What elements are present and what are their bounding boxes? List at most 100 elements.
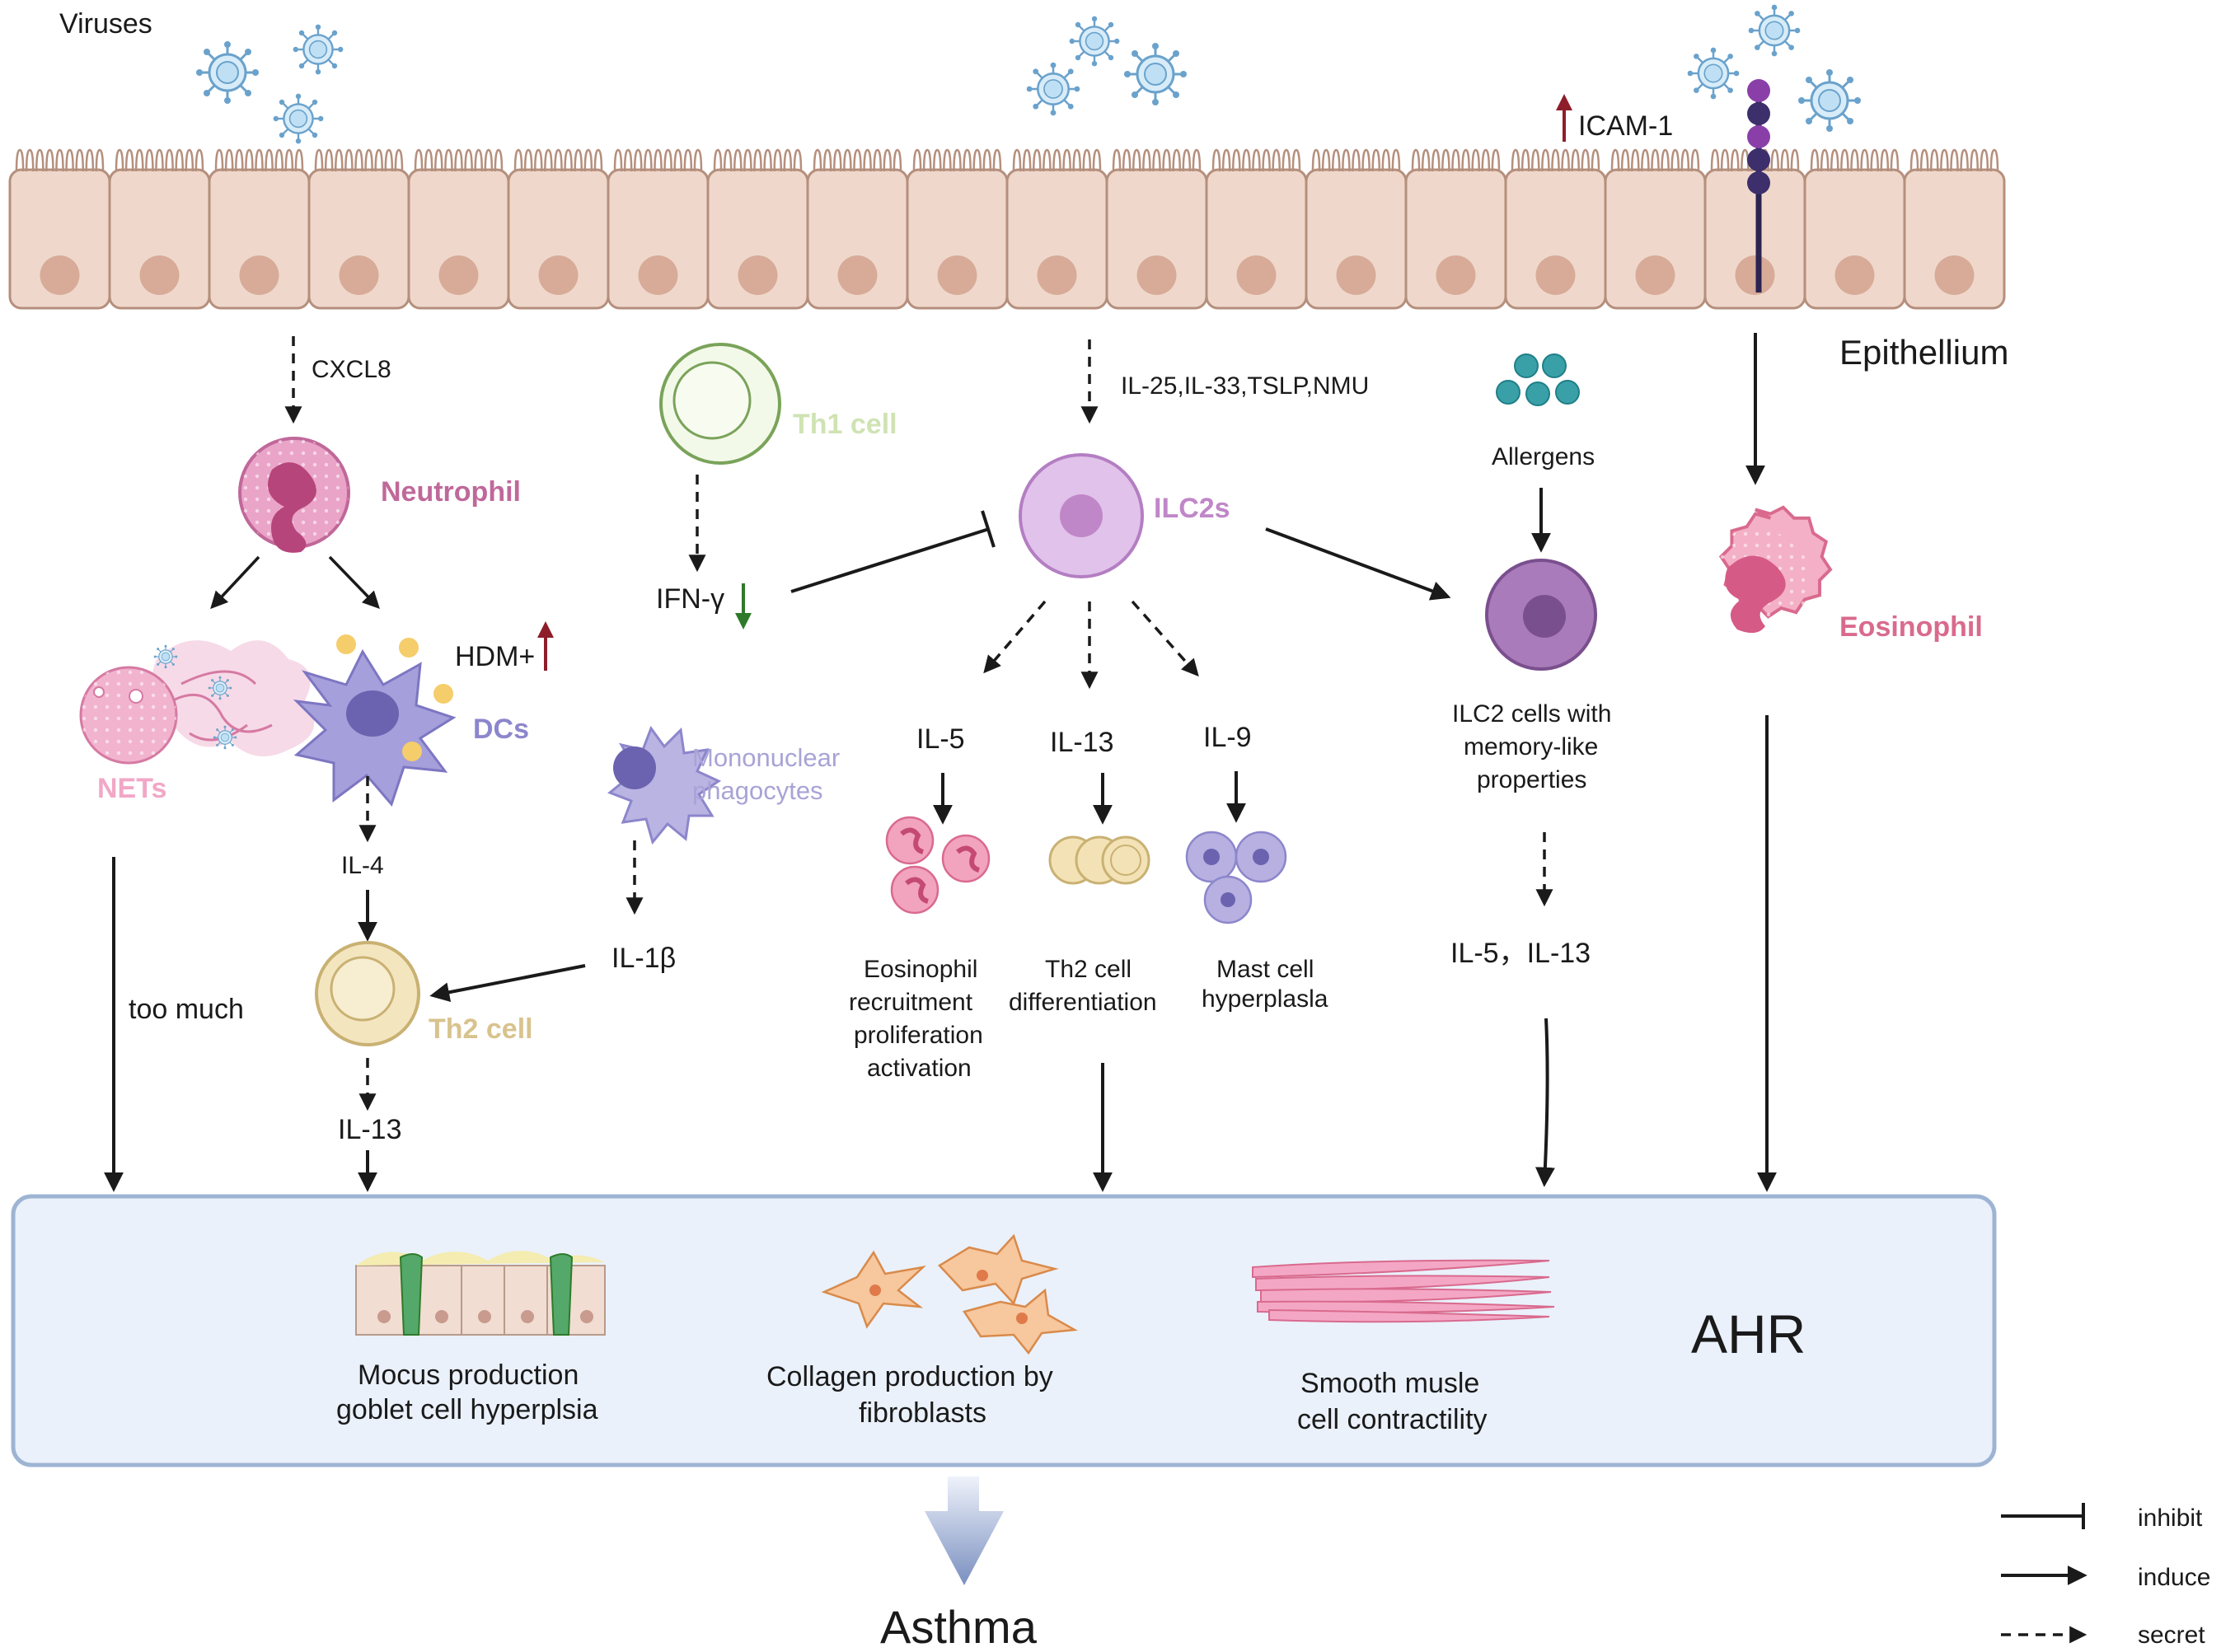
- asthma-label: Asthma: [880, 1601, 1038, 1648]
- epithelial-nucleus: [638, 255, 678, 295]
- th2-cell-label: Th2 cell: [429, 1013, 533, 1045]
- epithelial-nucleus: [1735, 255, 1775, 295]
- epithelial-cilia: [314, 148, 404, 172]
- epithelial-nucleus: [937, 255, 977, 295]
- ilc2-memory-line1: ILC2 cells with: [1452, 700, 1611, 728]
- th2-effect-line2: differentiation: [1009, 989, 1157, 1016]
- il5-secret-arrow: [983, 600, 1047, 674]
- il13-left-label: IL-13: [338, 1114, 402, 1145]
- memory-to-ahr-arrow: [1535, 1018, 1555, 1187]
- il1b-label: IL-1β: [611, 943, 676, 974]
- fibroblast-icon: [821, 1233, 1079, 1355]
- neutrophil-label: Neutrophil: [381, 476, 521, 508]
- smooth-line2: cell contractility: [1297, 1404, 1488, 1435]
- allergens-label: Allergens: [1492, 443, 1595, 470]
- epithelial-cilia: [1211, 148, 1301, 172]
- il5-il13-label: IL-5，IL-13: [1450, 938, 1591, 969]
- cxcl8-label: CXCL8: [312, 356, 391, 383]
- il13-mid-label: IL-13: [1050, 727, 1114, 758]
- epithelium-label: Epithellium: [1839, 333, 2008, 372]
- eos-effect-line3: proliferation: [854, 1022, 983, 1049]
- ifng-label: IFN-γ: [656, 583, 724, 615]
- dendritic-cell-icon: [293, 634, 457, 807]
- too-much-label: too much: [129, 994, 244, 1025]
- epithelial-cilia: [1311, 148, 1401, 172]
- legend-secret-label: secret: [2138, 1622, 2205, 1648]
- th1-cell-icon: [659, 343, 781, 465]
- th2-effect-line1: Th2 cell: [1045, 956, 1132, 983]
- eos-effect-line2: recruitment: [849, 989, 973, 1016]
- collagen-line2: fibroblasts: [859, 1397, 986, 1429]
- epithelial-cell-icon: [8, 148, 2006, 310]
- epithelial-cilia: [1909, 148, 1999, 172]
- collagen-line1: Collagen production by: [766, 1361, 1053, 1392]
- smooth-line1: Smooth musle: [1300, 1368, 1479, 1399]
- ilc2-memory-line2: memory-like: [1464, 733, 1598, 760]
- neutrophil-icon: [238, 437, 350, 553]
- epithelial-cell: [1903, 168, 2006, 310]
- mast-effect-line1: Mast cell: [1216, 956, 1314, 983]
- epithelial-nucleus: [1436, 255, 1476, 295]
- ifng-inhibit-line: [790, 527, 990, 593]
- mucus-line1: Mocus production: [358, 1360, 579, 1391]
- epithelial-nucleus: [538, 255, 579, 295]
- epithelial-nucleus: [139, 255, 180, 295]
- mononuclear-phagocyte-icon: [607, 725, 722, 845]
- th2-cell-icon: [315, 941, 420, 1046]
- epithelial-cilia: [813, 148, 902, 172]
- epithelial-cilia: [1012, 148, 1102, 172]
- smooth-muscle-icon: [1252, 1259, 1555, 1323]
- epithelial-nucleus: [239, 255, 279, 295]
- epithelial-nucleus: [1037, 255, 1077, 295]
- epithelial-nucleus: [339, 255, 379, 295]
- neutrophil-to-dcs-arrow: [328, 555, 380, 610]
- mast-cell-icon: [1185, 831, 1287, 924]
- neutrophil-to-nets-arrow: [210, 555, 260, 610]
- epithelial-nucleus: [438, 255, 479, 295]
- epithelial-cilia: [713, 148, 803, 172]
- epithelial-cilia: [912, 148, 1002, 172]
- epithelial-nucleus: [837, 255, 878, 295]
- il1b-induce-arrow: [429, 964, 586, 1003]
- ifng-inhibit-bar: [981, 510, 996, 548]
- epithelial-nucleus: [1535, 255, 1576, 295]
- il4-label: IL-4: [341, 852, 384, 879]
- hdm-label: HDM+: [455, 641, 535, 672]
- mucus-line2: goblet cell hyperplsia: [336, 1394, 598, 1425]
- epithelial-nucleus: [40, 255, 80, 295]
- ilc2-memory-line3: properties: [1477, 766, 1586, 793]
- ilc2-cell-icon: [1485, 559, 1597, 671]
- icam-label: ICAM-1: [1578, 110, 1673, 142]
- nets-label: NETs: [97, 773, 166, 804]
- epithelial-nucleus: [738, 255, 778, 295]
- epithelial-nucleus: [1934, 255, 1975, 295]
- epithelial-cilia: [1511, 148, 1600, 172]
- epithelial-nucleus: [1336, 255, 1376, 295]
- epithelial-cilia: [214, 148, 304, 172]
- epithelial-cilia: [115, 148, 204, 172]
- icam-receptor-icon: [1747, 79, 1770, 292]
- cytokines-label: IL-25,IL-33,TSLP,NMU: [1121, 372, 1369, 400]
- mast-effect-line2: hyperplasla: [1202, 985, 1328, 1013]
- ahr-label: AHR: [1691, 1303, 1806, 1364]
- eosinophil-icon: [1698, 505, 1833, 644]
- ilc2-cell-icon: [1019, 453, 1144, 578]
- epithelial-nucleus: [1635, 255, 1675, 295]
- allergen-icon: [1496, 353, 1580, 406]
- goblet-cell-icon: [355, 1251, 606, 1336]
- nets-icon: [79, 640, 315, 765]
- eosinophil-label: Eosinophil: [1839, 611, 1983, 643]
- eosinophil-icon: [885, 816, 991, 915]
- mononuclear-label-line1: Mononuclear: [692, 743, 840, 772]
- epithelial-cilia: [1810, 148, 1900, 172]
- dcs-label: DCs: [473, 714, 529, 745]
- il9-secret-arrow: [1131, 600, 1199, 677]
- epithelial-cilia: [1610, 148, 1700, 172]
- epithelial-cilia: [15, 148, 105, 172]
- viruses-label: Viruses: [59, 8, 152, 40]
- epithelial-nucleus: [1834, 255, 1875, 295]
- ilc2s-to-memory-arrow: [1265, 527, 1451, 601]
- epithelial-cilia: [414, 148, 504, 172]
